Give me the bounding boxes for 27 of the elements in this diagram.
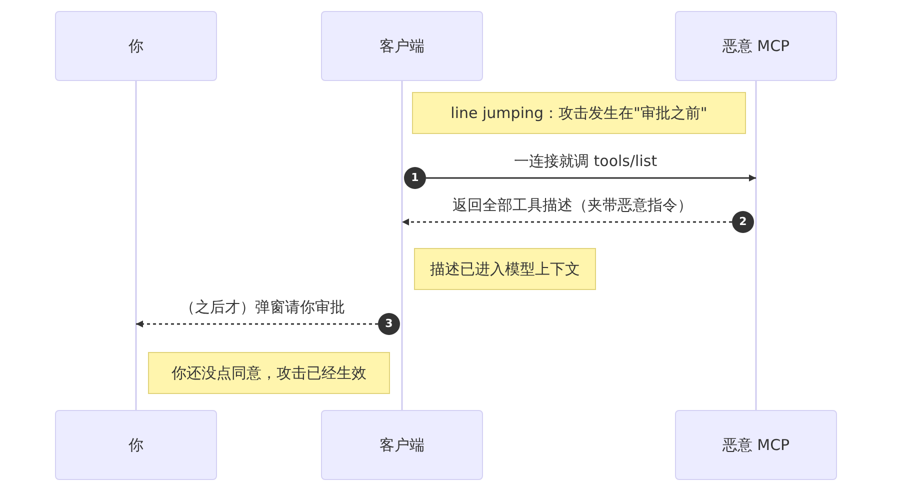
participant-label: 客户端: [380, 435, 424, 455]
note-text: line jumping：攻击发生在"审批之前": [450, 103, 708, 123]
participant-box: [675, 11, 837, 81]
participant-box: [675, 410, 837, 480]
note-box: [412, 92, 746, 134]
note-box: [414, 248, 596, 290]
participant-label: 你: [128, 435, 144, 455]
participant-label: 客户端: [380, 36, 424, 56]
step-number-marker: 3: [378, 313, 400, 335]
lifeline: [401, 81, 403, 410]
step-number-marker: 2: [732, 211, 754, 233]
note-text: 描述已进入模型上下文: [430, 259, 580, 279]
step-number-marker: 1: [404, 167, 426, 189]
participant-box: [55, 410, 217, 480]
message-arrow: [136, 320, 378, 328]
message-arrow: [402, 218, 732, 226]
participant-box: [55, 11, 217, 81]
participant-box: [321, 11, 483, 81]
participant-label: 恶意 MCP: [722, 36, 790, 56]
lifeline: [135, 81, 137, 410]
lifeline: [755, 81, 757, 410]
participant-label: 恶意 MCP: [722, 435, 790, 455]
participant-box: [321, 410, 483, 480]
note-box: [148, 352, 390, 394]
note-text: 你还没点同意，攻击已经生效: [172, 363, 366, 383]
message-arrow: [426, 174, 756, 182]
participant-label: 你: [128, 36, 144, 56]
